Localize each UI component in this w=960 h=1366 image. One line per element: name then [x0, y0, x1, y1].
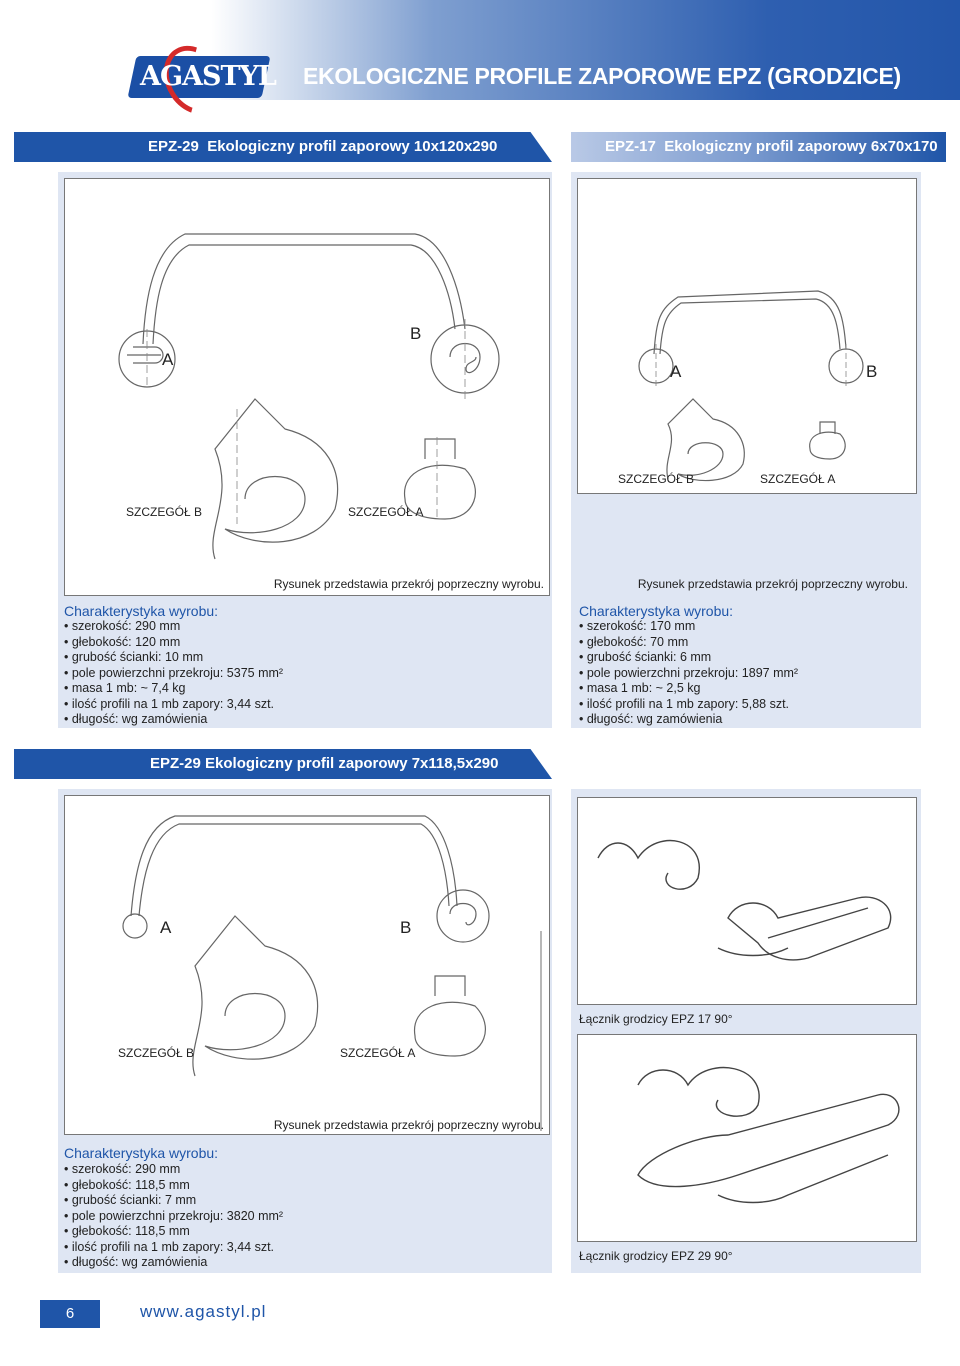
section2-detail-b: SZCZEGÓŁ B [618, 472, 695, 486]
connector2-drawing [577, 1034, 917, 1242]
connector2-illustration [637, 1066, 900, 1204]
section3-drawing [64, 795, 550, 1135]
spec-item: ilość profili na 1 mb zapory: 3,44 szt. [64, 697, 283, 713]
section1-code: EPZ-29 [148, 138, 199, 155]
spec-item: grubość ścianki: 6 mm [579, 650, 798, 666]
section1-drawing [64, 178, 550, 596]
section3-label-b: B [400, 918, 412, 937]
section3-label: EPZ-29 Ekologiczny profil zaporowy 7x118… [150, 755, 499, 772]
section2-label-b: B [866, 362, 878, 381]
spec-item: głebokość: 118,5 mm [64, 1178, 283, 1194]
section2-band: EPZ-17 Ekologiczny profil zaporowy 6x70x… [571, 132, 946, 162]
section1-detail-b: SZCZEGÓŁ B [126, 505, 203, 519]
section2-spec-list: szerokość: 170 mm głebokość: 70 mm grubo… [579, 619, 798, 728]
spec-item: głebokość: 118,5 mm [64, 1224, 283, 1240]
spec-item: grubość ścianki: 7 mm [64, 1193, 283, 1209]
spec-item: grubość ścianki: 10 mm [64, 650, 283, 666]
section2-label-a: A [670, 362, 682, 381]
spec-item: pole powierzchni przekroju: 3820 mm² [64, 1209, 283, 1225]
section2-note: Rysunek przedstawia przekrój poprzeczny … [637, 577, 908, 591]
page-title: EKOLOGICZNE PROFILE ZAPOROWE EPZ (GRODZI… [303, 63, 901, 89]
section1-label: Ekologiczny profil zaporowy 10x120x290 [207, 138, 498, 155]
section1-note: Rysunek przedstawia przekrój poprzeczny … [273, 577, 544, 591]
spec-item: pole powierzchni przekroju: 5375 mm² [64, 666, 283, 682]
website-link[interactable]: www.agastyl.pl [140, 1302, 267, 1321]
spec-item: długość: wg zamówienia [579, 712, 798, 728]
spec-item: masa 1 mb: ~ 7,4 kg [64, 681, 283, 697]
connector2-label: Łącznik grodzicy EPZ 29 90° [579, 1249, 733, 1263]
spec-item: masa 1 mb: ~ 2,5 kg [579, 681, 798, 697]
spec-item: głebokość: 120 mm [64, 635, 283, 651]
connector1-drawing [577, 797, 917, 1005]
section2-drawing [577, 178, 917, 494]
section3-char-title: Charakterystyka wyrobu: [64, 1145, 219, 1161]
section1-profile-drawing [118, 233, 500, 560]
spec-item: ilość profili na 1 mb zapory: 5,88 szt. [579, 697, 798, 713]
section3-spec-list: szerokość: 290 mm głebokość: 118,5 mm gr… [64, 1162, 283, 1271]
connector1-illustration [597, 839, 892, 961]
section3-profile-drawing [122, 815, 542, 1131]
spec-item: ilość profili na 1 mb zapory: 3,44 szt. [64, 1240, 283, 1256]
logo: AGASTYL [140, 61, 277, 92]
section3-detail-b: SZCZEGÓŁ B [118, 1046, 195, 1060]
section2-char-title: Charakterystyka wyrobu: [579, 603, 734, 619]
spec-item: szerokość: 290 mm [64, 1162, 283, 1178]
spec-item: szerokość: 170 mm [579, 619, 798, 635]
spec-item: głebokość: 70 mm [579, 635, 798, 651]
spec-item: szerokość: 290 mm [64, 619, 283, 635]
section1-band: EPZ-29 Ekologiczny profil zaporowy 10x12… [14, 132, 552, 162]
section3-label-a: A [160, 918, 172, 937]
section1-spec-list: szerokość: 290 mm głebokość: 120 mm grub… [64, 619, 283, 728]
section2-label: Ekologiczny profil zaporowy 6x70x170 [664, 138, 938, 155]
page-number: 6 [40, 1300, 100, 1328]
section1-label-a: A [162, 350, 174, 369]
section2-code: EPZ-17 [605, 138, 656, 155]
section2-detail-a: SZCZEGÓŁ A [760, 472, 836, 486]
section1-char-title: Charakterystyka wyrobu: [64, 603, 219, 619]
spec-item: pole powierzchni przekroju: 1897 mm² [579, 666, 798, 682]
section3-band: EPZ-29 Ekologiczny profil zaporowy 7x118… [14, 749, 552, 779]
section3-detail-a: SZCZEGÓŁ A [340, 1046, 416, 1060]
section3-note: Rysunek przedstawia przekrój poprzeczny … [273, 1118, 544, 1132]
section1-label-b: B [410, 324, 422, 343]
spec-item: długość: wg zamówienia [64, 1255, 283, 1271]
section2-profile-drawing [638, 290, 864, 482]
connector1-label: Łącznik grodzicy EPZ 17 90° [579, 1012, 733, 1026]
spec-item: długość: wg zamówienia [64, 712, 283, 728]
section1-detail-a: SZCZEGÓŁ A [348, 505, 424, 519]
